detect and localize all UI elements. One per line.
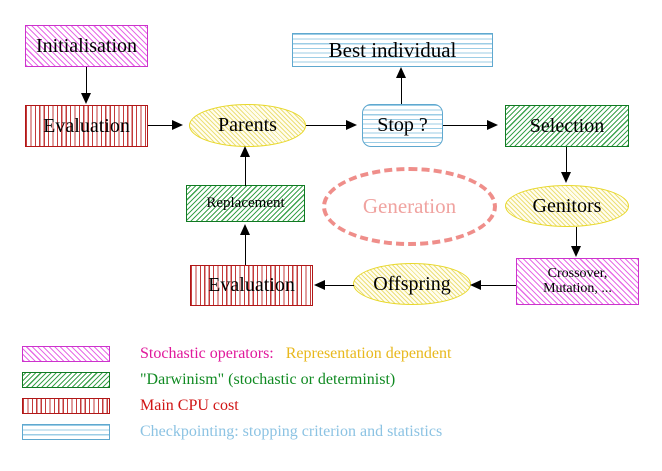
legend-text-stochastic-operators: Stochastic operators: (140, 345, 274, 362)
legend-text-darwinism: "Darwinism" (stochastic or determinist) (140, 371, 396, 388)
node-stop[interactable]: Stop ? (362, 104, 443, 147)
edge-evaluation-parents-line (148, 125, 176, 127)
node-generation-annotation: Generation (322, 167, 497, 246)
node-replacement[interactable]: Replacement (186, 185, 305, 222)
edge-evaluation-replacement-arrow (240, 224, 250, 235)
legend-row-main-cpu-cost: Main CPU cost (22, 394, 239, 418)
node-evaluation-bottom[interactable]: Evaluation (190, 265, 313, 306)
legend-row-stochastic-operators: Stochastic operators: Representation depe… (22, 342, 451, 366)
legend-swatch-checkpointing (22, 424, 110, 440)
legend-row-darwinism: "Darwinism" (stochastic or determinist) (22, 368, 395, 392)
legend-text-checkpointing: Checkpointing: stopping criterion and st… (140, 423, 443, 440)
node-evaluation-top[interactable]: Evaluation (25, 105, 148, 147)
legend-label-stochastic-operators: Stochastic operators: Representation depe… (140, 345, 451, 363)
legend-row-checkpointing: Checkpointing: stopping criterion and st… (22, 420, 442, 444)
node-genitors[interactable]: Genitors (505, 185, 629, 227)
edge-stop-selection-line (443, 125, 489, 127)
edge-genitors-crossover-arrow (571, 246, 581, 257)
edge-stop-best-line (401, 73, 403, 104)
legend-swatch-stochastic-operators (22, 346, 110, 362)
edge-initialisation-evaluation-arrow (81, 93, 91, 104)
edge-evaluation-replacement-line (245, 234, 247, 265)
edge-replacement-parents-line (245, 157, 247, 186)
edge-replacement-parents-arrow (240, 146, 250, 157)
node-crossover-mutation[interactable]: Crossover, Mutation, ... (516, 258, 639, 305)
legend-swatch-darwinism (22, 372, 110, 388)
edge-stop-selection-arrow (487, 120, 498, 130)
generation-label: Generation (362, 194, 457, 218)
node-offspring[interactable]: Offspring (353, 263, 471, 305)
node-best-individual[interactable]: Best individual (292, 33, 493, 67)
edge-offspring-evaluation-arrow (314, 280, 325, 290)
legend-text-main-cpu-cost: Main CPU cost (140, 397, 239, 414)
edge-selection-genitors-line (566, 147, 568, 174)
edge-crossover-offspring-line (481, 285, 516, 287)
edge-selection-genitors-arrow (561, 172, 571, 183)
edge-initialisation-evaluation-line (86, 67, 88, 97)
legend-text-representation-dependent: Representation dependent (285, 345, 452, 362)
node-selection[interactable]: Selection (505, 105, 629, 147)
node-initialisation[interactable]: Initialisation (25, 25, 148, 67)
edge-genitors-crossover-line (576, 227, 578, 250)
legend-swatch-main-cpu-cost (22, 398, 110, 414)
edge-parents-stop-line (306, 125, 350, 127)
edge-evaluation-parents-arrow (172, 120, 183, 130)
edge-offspring-evaluation-line (325, 285, 354, 287)
node-parents[interactable]: Parents (189, 104, 306, 147)
edge-parents-stop-arrow (346, 120, 357, 130)
edge-stop-best-arrow (396, 67, 406, 78)
edge-crossover-offspring-arrow (470, 280, 481, 290)
